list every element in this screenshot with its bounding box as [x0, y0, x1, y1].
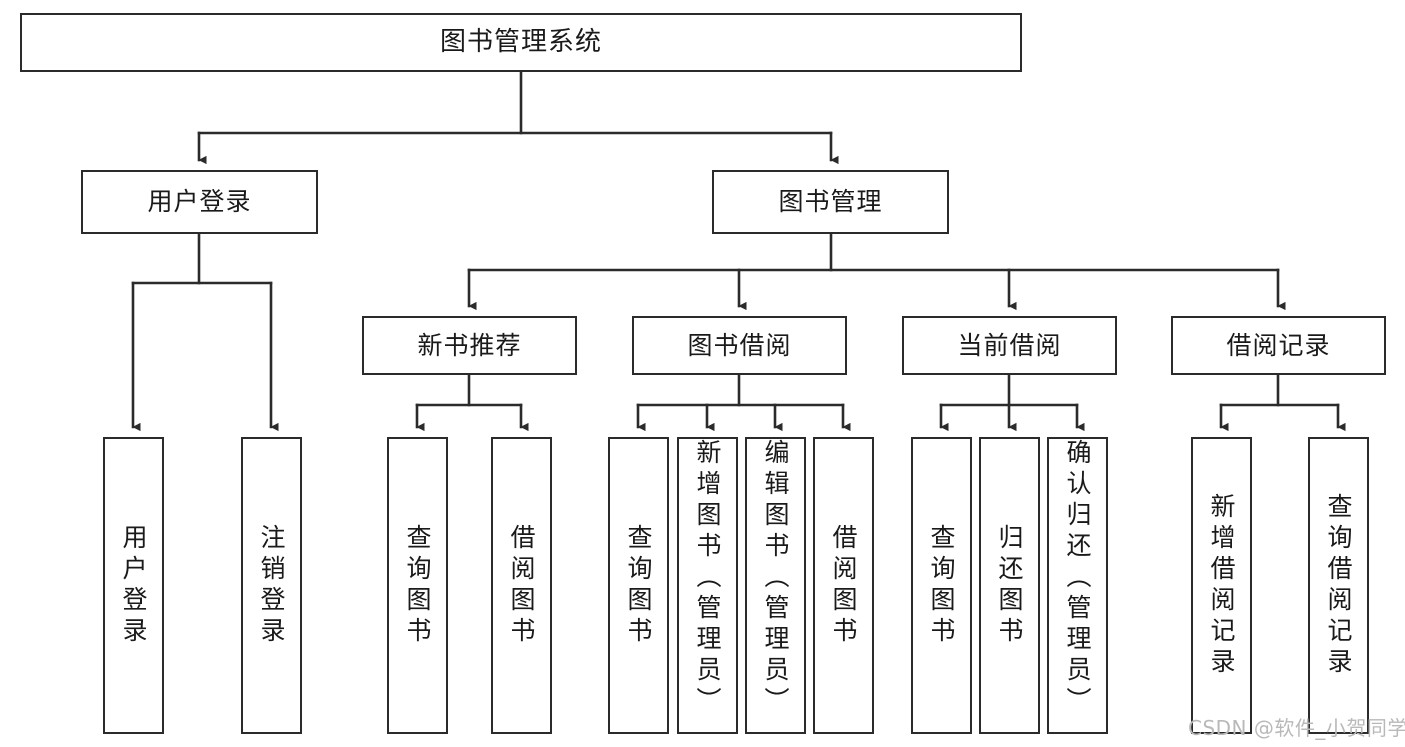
- leaf-query-book-new-recommend[interactable]: 查询图书: [387, 437, 448, 734]
- leaf-borrow-book-borrow[interactable]: 借阅图书: [813, 437, 874, 734]
- node-label: 借阅图书: [507, 523, 536, 648]
- node-label: 编辑图书（管理员）: [761, 439, 790, 718]
- leaf-logout-login[interactable]: 注销登录: [241, 437, 302, 734]
- node-label: 查询图书: [403, 523, 432, 648]
- leaf-return-book[interactable]: 归还图书: [979, 437, 1040, 734]
- leaf-query-borrow-record[interactable]: 查询借阅记录: [1308, 437, 1369, 734]
- node-label: 借阅记录: [1226, 330, 1331, 360]
- node-label: 借阅图书: [829, 523, 858, 648]
- leaf-user-login[interactable]: 用户登录: [103, 437, 164, 734]
- node-label: 注销登录: [257, 523, 286, 648]
- node-book-borrow[interactable]: 图书借阅: [632, 316, 847, 375]
- node-label: 查询图书: [624, 523, 653, 648]
- leaf-borrow-book-new-recommend[interactable]: 借阅图书: [491, 437, 552, 734]
- node-borrow-record[interactable]: 借阅记录: [1171, 316, 1386, 375]
- csdn-watermark: CSDN @软件_小贺同学: [1188, 716, 1405, 740]
- node-label: 确认归还（管理员）: [1063, 439, 1092, 718]
- node-label: 用户登录: [147, 187, 252, 217]
- node-label: 新增图书（管理员）: [693, 439, 722, 718]
- node-label: 查询图书: [927, 523, 956, 648]
- node-book-management[interactable]: 图书管理: [712, 170, 949, 234]
- node-label: 用户登录: [119, 523, 148, 648]
- node-label: 查询借阅记录: [1324, 492, 1353, 679]
- node-user-login[interactable]: 用户登录: [81, 170, 318, 234]
- leaf-edit-book-admin[interactable]: 编辑图书（管理员）: [745, 437, 806, 734]
- node-root-book-management-system[interactable]: 图书管理系统: [20, 13, 1022, 72]
- node-label: 新增借阅记录: [1207, 492, 1236, 679]
- node-label: 新书推荐: [417, 330, 522, 360]
- node-current-borrow[interactable]: 当前借阅: [902, 316, 1117, 375]
- leaf-add-book-admin[interactable]: 新增图书（管理员）: [677, 437, 738, 734]
- leaf-query-book-borrow[interactable]: 查询图书: [608, 437, 669, 734]
- node-label: 图书管理: [778, 187, 883, 217]
- leaf-add-borrow-record[interactable]: 新增借阅记录: [1191, 437, 1252, 734]
- node-label: 图书借阅: [687, 330, 792, 360]
- node-label: 归还图书: [995, 523, 1024, 648]
- node-new-book-recommend[interactable]: 新书推荐: [362, 316, 577, 375]
- leaf-query-book-current[interactable]: 查询图书: [911, 437, 972, 734]
- node-label: 图书管理系统: [439, 27, 602, 58]
- node-label: 当前借阅: [957, 330, 1062, 360]
- leaf-confirm-return-admin[interactable]: 确认归还（管理员）: [1047, 437, 1108, 734]
